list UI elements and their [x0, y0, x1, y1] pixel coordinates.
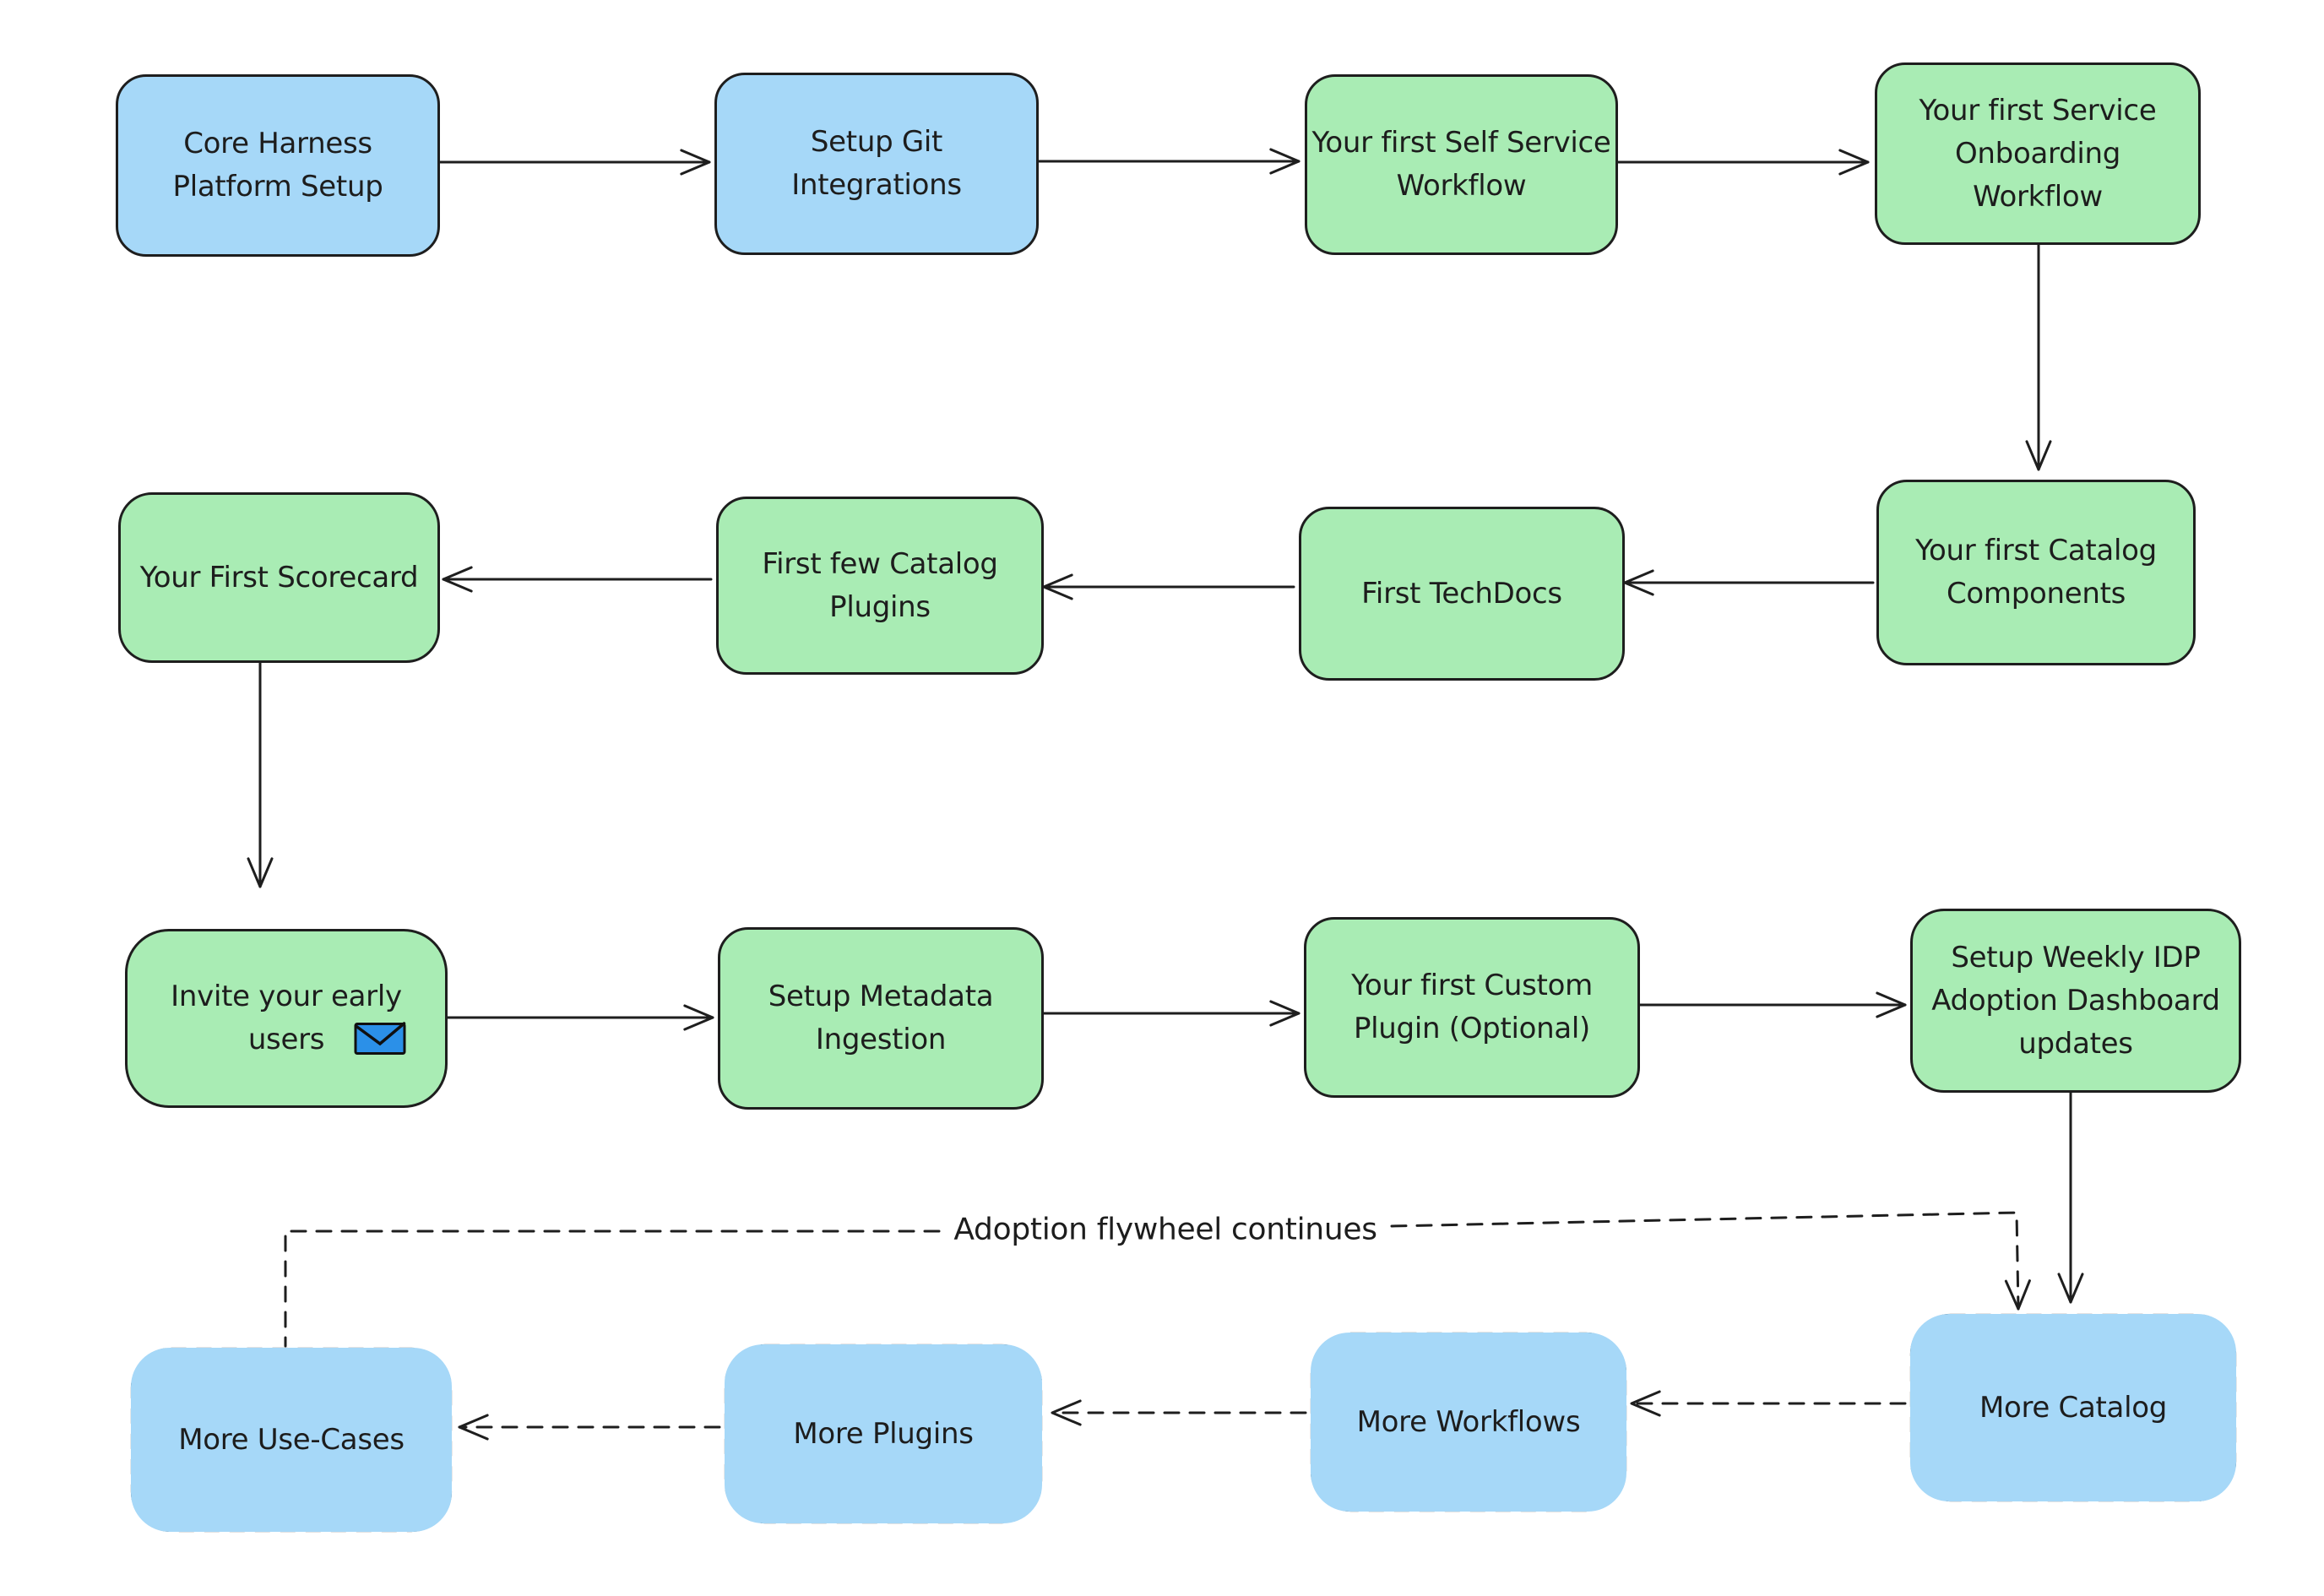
- node-label-line: Your first Service: [1919, 93, 2157, 128]
- node-label-line: Workflow: [1973, 179, 2103, 214]
- node-label-line: Your first Self Service: [1311, 126, 1611, 160]
- envelope-icon: [354, 1020, 406, 1068]
- node-label-line: Setup Metadata: [768, 980, 994, 1013]
- arrowhead-more-plugins-to-more-use-cases: [458, 1414, 489, 1441]
- node-label-line: Invite your early: [171, 980, 402, 1013]
- node-label-line: First few Catalog: [762, 546, 998, 581]
- node-label-line: Integrations: [791, 168, 962, 202]
- arrowhead-flywheel-right: [2004, 1279, 2031, 1311]
- arrowhead-custom-plugin-to-dashboard: [1876, 991, 1907, 1018]
- node-label-line: Ingestion: [815, 1023, 947, 1056]
- node-label-line: Platform Setup: [172, 170, 383, 204]
- node-label-line: More Plugins: [793, 1416, 974, 1451]
- node-label-line: Onboarding: [1954, 136, 2121, 171]
- node-label-line: More Workflows: [1356, 1404, 1581, 1439]
- arrowhead-invite-to-metadata: [683, 1004, 714, 1031]
- node-label-line: Core Harness: [183, 127, 372, 160]
- connector-flywheel-right: [1390, 1211, 2020, 1311]
- node-label-line: Components: [1946, 577, 2126, 611]
- node-label-line: Plugins: [829, 589, 931, 624]
- arrowhead-self-service-to-onboarding: [1838, 149, 1870, 176]
- node-more-use-cases: More Use-Cases: [131, 1348, 452, 1532]
- node-label-line: users: [247, 1023, 325, 1056]
- arrowhead-techdocs-to-catalog-plugins: [1042, 573, 1073, 600]
- node-your-first-scorecard: Your First Scorecard: [118, 492, 440, 663]
- node-label-line: Setup Git: [810, 125, 943, 159]
- arrowhead-more-workflows-to-more-plugins: [1051, 1399, 1082, 1426]
- arrowhead-catalog-components-to-techdocs: [1623, 569, 1654, 596]
- arrowhead-more-catalog-to-more-workflows: [1630, 1390, 1661, 1417]
- arrowhead-git-to-self-service: [1269, 148, 1300, 175]
- node-label-line: More Use-Cases: [178, 1422, 405, 1457]
- node-more-plugins: More Plugins: [725, 1344, 1042, 1523]
- arrowhead-core-to-git: [680, 149, 711, 176]
- arrowhead-onboarding-to-catalog-components: [2025, 440, 2052, 471]
- node-more-workflows: More Workflows: [1311, 1333, 1626, 1512]
- arrowhead-dashboard-to-more-catalog: [2057, 1273, 2084, 1304]
- node-label-line: Workflow: [1396, 169, 1527, 203]
- node-first-techdocs: First TechDocs: [1299, 507, 1625, 681]
- arrowhead-catalog-plugins-to-scorecard: [442, 566, 473, 593]
- node-invite-early-users: Invite your early users: [125, 929, 448, 1108]
- connector-flywheel-left: [284, 1230, 941, 1348]
- node-label-line: Your first Custom: [1351, 969, 1593, 1002]
- node-label-line: Your First Scorecard: [139, 560, 419, 594]
- node-label-line: First TechDocs: [1361, 576, 1562, 611]
- node-more-catalog: More Catalog: [1910, 1314, 2236, 1501]
- node-label-line: Adoption Dashboard: [1931, 983, 2220, 1018]
- node-weekly-idp-adoption-dashboard: Setup Weekly IDP Adoption Dashboard update…: [1910, 909, 2241, 1093]
- node-label-line: updates: [2018, 1026, 2133, 1061]
- node-label-line: Setup Weekly IDP: [1951, 940, 2201, 974]
- node-label-line: More Catalog: [1979, 1390, 2168, 1425]
- arrowhead-scorecard-to-invite: [247, 857, 274, 888]
- node-label-line: Your first Catalog: [1915, 534, 2157, 567]
- flywheel-label: Adoption flywheel continues: [953, 1212, 1377, 1247]
- arrowhead-metadata-to-custom-plugin: [1269, 1000, 1300, 1027]
- node-label-line: Plugin (Optional): [1353, 1012, 1591, 1045]
